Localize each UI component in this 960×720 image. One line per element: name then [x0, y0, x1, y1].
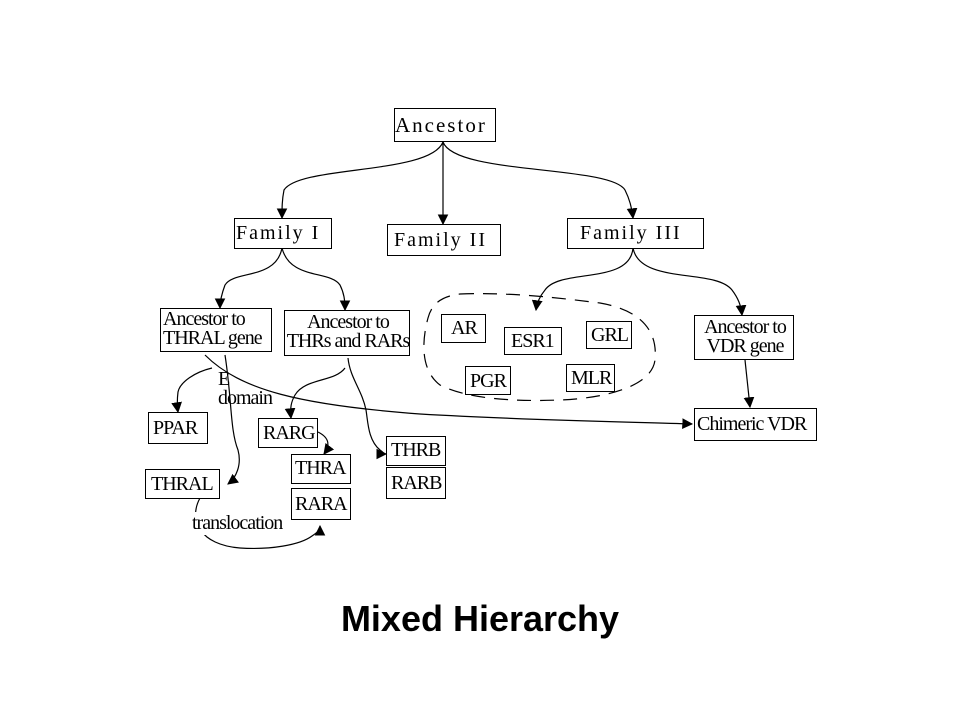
- node-ancestor-vdr-label: Ancestor to VDR gene: [704, 316, 787, 357]
- node-thral: THRAL: [145, 469, 220, 499]
- node-rarb: RARB: [386, 467, 446, 499]
- edge-ancestor-thrs-thrb: [347, 357, 388, 460]
- node-pgr-label: PGR: [470, 370, 507, 392]
- e-domain-label: E domain: [218, 368, 273, 409]
- node-pgr: PGR: [465, 366, 511, 395]
- node-family1: Family I: [234, 218, 332, 249]
- node-family3-label: Family III: [580, 222, 682, 244]
- edge-edomain-chimeric: [204, 354, 694, 430]
- edge-family3-group: [531, 247, 634, 312]
- edge-ancestor-thrs-rarg: [284, 367, 346, 420]
- edge-ancestor-family3: [442, 141, 638, 220]
- family3-group-outline: [423, 293, 656, 402]
- edge-ancestor-thral-thral: [224, 354, 240, 485]
- node-chimeric-vdr: Chimeric VDR: [694, 408, 817, 441]
- node-rara: RARA: [291, 488, 351, 520]
- edge-rarg-thra: [317, 431, 335, 455]
- node-ancestor-thrs: Ancestor to THRs and RARs: [284, 310, 410, 356]
- edge-ancestor-thral-ppar: [171, 367, 213, 414]
- node-family2: Family II: [387, 224, 501, 256]
- node-esr1-label: ESR1: [511, 330, 555, 352]
- node-grl: GRL: [586, 321, 632, 349]
- node-rara-label: RARA: [295, 493, 348, 515]
- slide-title: Mixed Hierarchy: [340, 598, 620, 639]
- node-thra-label: THRA: [295, 457, 346, 479]
- edge-ancestor-vdr-chimeric: [743, 359, 755, 409]
- node-thrb-label: THRB: [391, 439, 441, 461]
- node-thral-label: THRAL: [151, 473, 214, 495]
- node-thrb: THRB: [386, 436, 446, 466]
- node-ancestor: Ancestor: [394, 108, 496, 142]
- node-family2-label: Family II: [394, 229, 487, 251]
- node-ar-label: AR: [451, 317, 478, 339]
- node-family3: Family III: [567, 218, 704, 249]
- node-ancestor-thral-label: Ancestor to THRAL gene: [163, 308, 263, 349]
- node-rarg: RARG: [258, 418, 318, 448]
- node-rarb-label: RARB: [391, 472, 442, 494]
- node-mlr: MLR: [566, 364, 615, 392]
- node-thra: THRA: [291, 454, 351, 484]
- node-ppar: PPAR: [148, 412, 208, 444]
- node-rarg-label: RARG: [263, 422, 316, 444]
- node-mlr-label: MLR: [571, 367, 612, 389]
- node-ar: AR: [441, 314, 486, 343]
- node-ancestor-thrs-label: Ancestor to THRs and RARs: [286, 311, 411, 352]
- node-family1-label: Family I: [236, 222, 321, 244]
- node-ancestor-vdr: Ancestor to VDR gene: [694, 315, 794, 360]
- node-esr1: ESR1: [504, 327, 562, 355]
- node-ancestor-label: Ancestor: [395, 113, 487, 137]
- node-ppar-label: PPAR: [153, 417, 198, 439]
- node-grl-label: GRL: [591, 324, 629, 346]
- edge-family1-ancestor-thral: [214, 247, 283, 310]
- edge-family1-ancestor-thrs: [281, 247, 351, 312]
- node-ancestor-thral: Ancestor to THRAL gene: [160, 308, 272, 352]
- edge-family3-ancestor-vdr: [632, 247, 747, 317]
- node-chimeric-vdr-label: Chimeric VDR: [697, 413, 807, 435]
- translocation-label: translocation: [191, 512, 283, 535]
- edge-ancestor-family1: [276, 141, 444, 220]
